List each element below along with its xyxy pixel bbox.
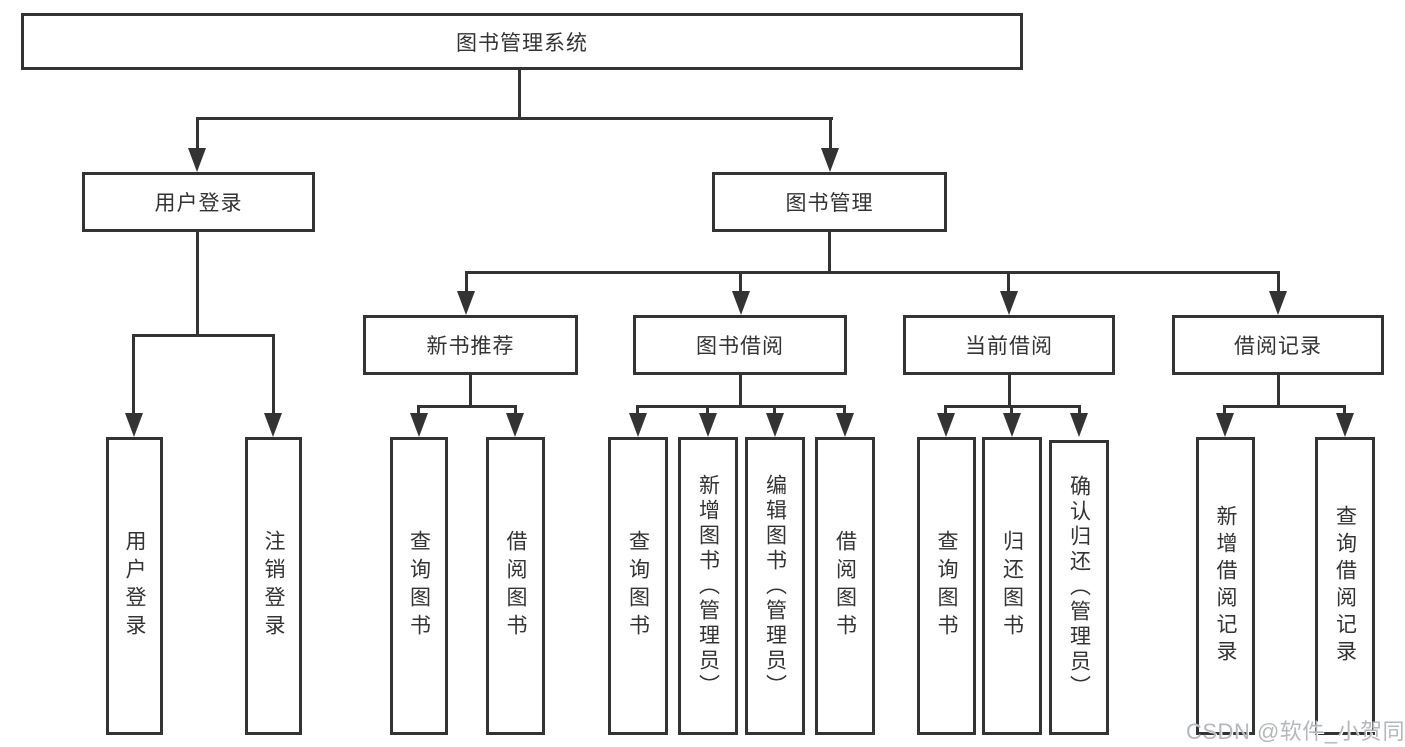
leaf-cb-confirm-return-label: 确认归还（管理员） [1067, 475, 1091, 700]
arrowhead-down-icon [821, 148, 839, 172]
node-current-borrow: 当前借阅 [903, 315, 1115, 375]
arrowhead-down-icon [1003, 413, 1021, 437]
leaf-rec-query-books: 查询图书 [390, 437, 448, 735]
connector-line [828, 232, 831, 273]
connector-line [1277, 271, 1280, 293]
node-user-login: 用户登录 [82, 172, 315, 232]
connector-line [1343, 405, 1346, 416]
connector-line [196, 232, 199, 336]
arrowhead-down-icon [1269, 291, 1287, 315]
node-book-borrow: 图书借阅 [633, 315, 847, 375]
leaf-user-login-label: 用户登录 [123, 530, 146, 642]
connector-line [1007, 271, 1010, 293]
leaf-logout: 注销登录 [245, 437, 302, 735]
leaf-rec-borrow-books: 借阅图书 [486, 437, 545, 735]
connector-line [636, 405, 639, 416]
node-book-management: 图书管理 [712, 172, 947, 232]
leaf-cb-query-books: 查询图书 [917, 437, 976, 735]
connector-line [706, 405, 709, 416]
leaf-bb-borrow-books-label: 借阅图书 [833, 530, 857, 642]
arrowhead-down-icon [732, 291, 750, 315]
node-user-login-label: 用户登录 [154, 192, 243, 215]
leaf-br-add-record: 新增借阅记录 [1196, 437, 1255, 735]
leaf-logout-label: 注销登录 [262, 530, 285, 642]
leaf-br-add-record-label: 新增借阅记录 [1214, 505, 1237, 667]
arrowhead-down-icon [766, 413, 784, 437]
leaf-cb-return-books: 归还图书 [982, 437, 1042, 735]
connector-line [469, 375, 472, 407]
connector-line [1078, 405, 1081, 416]
arrowhead-down-icon [629, 413, 647, 437]
arrowhead-down-icon [699, 413, 717, 437]
node-current-borrow-label: 当前借阅 [965, 335, 1053, 358]
leaf-user-login: 用户登录 [106, 437, 163, 735]
connector-line [196, 117, 199, 151]
arrowhead-down-icon [1070, 413, 1088, 437]
node-borrow-record-label: 借阅记录 [1234, 335, 1322, 358]
leaf-bb-edit-books: 编辑图书（管理员） [745, 437, 805, 735]
node-book-borrow-label: 图书借阅 [696, 335, 784, 358]
connector-line [773, 405, 776, 416]
arrowhead-down-icon [457, 291, 475, 315]
connector-line [1223, 405, 1346, 408]
connector-line [465, 271, 1280, 274]
node-new-book-recommend-label: 新书推荐 [426, 335, 515, 358]
arrowhead-down-icon [188, 148, 206, 172]
leaf-cb-return-books-label: 归还图书 [1000, 530, 1024, 642]
connector-line [196, 117, 833, 120]
node-borrow-record: 借阅记录 [1172, 315, 1384, 375]
connector-line [843, 405, 846, 416]
connector-line [1277, 375, 1280, 407]
connector-line [132, 334, 135, 416]
leaf-br-query-record: 查询借阅记录 [1315, 437, 1375, 735]
arrowhead-down-icon [410, 413, 428, 437]
connector-line [944, 405, 947, 416]
leaf-bb-add-books: 新增图书（管理员） [678, 437, 738, 735]
arrowhead-down-icon [937, 413, 955, 437]
connector-line [739, 271, 742, 293]
connector-line [636, 405, 846, 408]
arrowhead-down-icon [264, 413, 282, 437]
connector-line [514, 405, 517, 416]
leaf-rec-query-books-label: 查询图书 [407, 530, 431, 642]
arrowhead-down-icon [506, 413, 524, 437]
node-new-book-recommend: 新书推荐 [363, 315, 578, 375]
csdn-watermark: CSDN @软件_小贺同学 [1186, 719, 1405, 744]
connector-line [1010, 405, 1013, 416]
connector-line [829, 117, 832, 151]
connector-line [518, 68, 521, 119]
arrowhead-down-icon [1216, 413, 1234, 437]
connector-line [1008, 375, 1011, 407]
leaf-cb-confirm-return: 确认归还（管理员） [1049, 440, 1109, 735]
leaf-bb-add-books-label: 新增图书（管理员） [696, 473, 720, 699]
connector-line [132, 334, 275, 337]
connector-line [739, 375, 742, 407]
leaf-bb-query-books-label: 查询图书 [626, 530, 650, 642]
leaf-br-query-record-label: 查询借阅记录 [1333, 505, 1357, 667]
node-root: 图书管理系统 [21, 13, 1023, 70]
node-root-label: 图书管理系统 [456, 31, 588, 55]
connector-line [465, 271, 468, 293]
leaf-bb-edit-books-label: 编辑图书（管理员） [763, 473, 787, 699]
node-book-management-label: 图书管理 [785, 192, 874, 215]
arrowhead-down-icon [125, 413, 143, 437]
arrowhead-down-icon [1336, 413, 1354, 437]
leaf-bb-borrow-books: 借阅图书 [815, 437, 875, 735]
leaf-rec-borrow-books-label: 借阅图书 [504, 530, 527, 642]
connector-line [417, 405, 517, 408]
connector-line [272, 334, 275, 416]
arrowhead-down-icon [1000, 291, 1018, 315]
connector-line [417, 405, 420, 416]
connector-line [1223, 405, 1226, 416]
arrowhead-down-icon [836, 413, 854, 437]
leaf-bb-query-books: 查询图书 [608, 437, 668, 735]
leaf-cb-query-books-label: 查询图书 [935, 530, 958, 642]
